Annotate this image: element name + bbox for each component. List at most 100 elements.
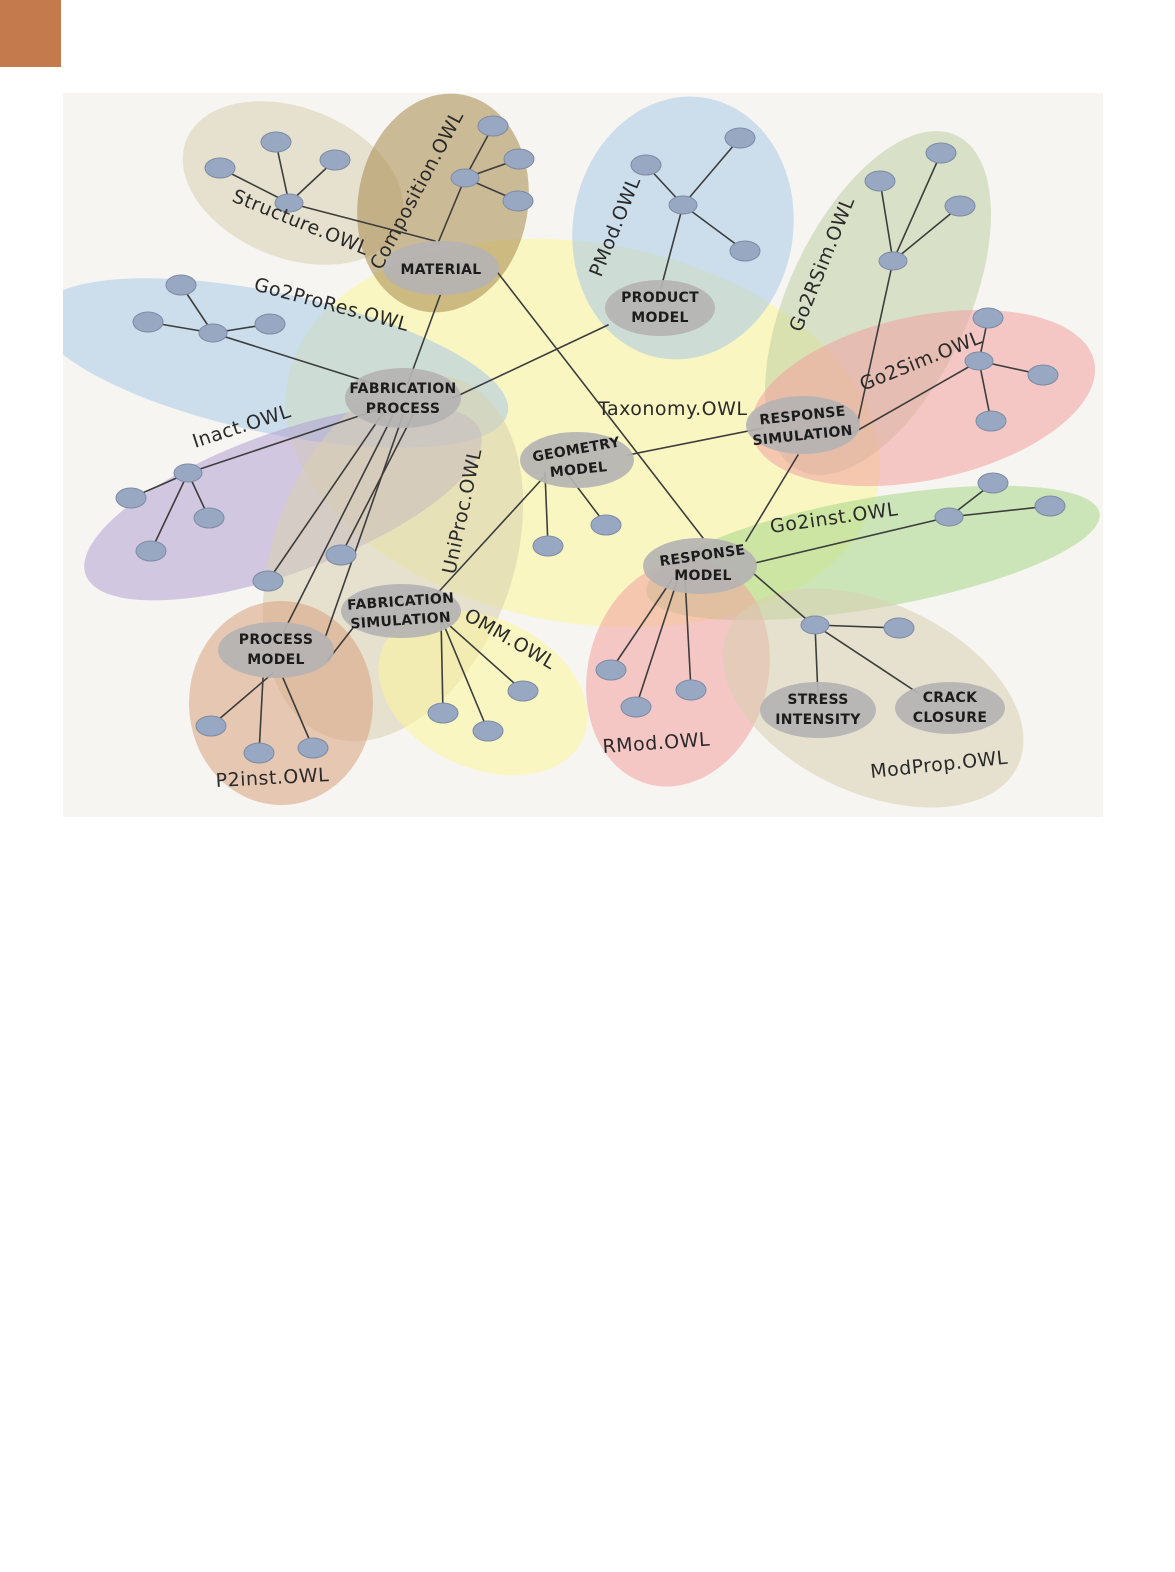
leaf-node [193,507,225,529]
stress-intensity-node [760,682,876,738]
leaf-node [204,157,236,179]
edge [682,137,741,206]
product-model-node [605,280,715,336]
leaf-node [472,720,504,742]
product-model-label-line-2: MODEL [631,310,688,326]
process-model-node [218,622,334,678]
material-label: MATERIAL [401,262,482,278]
edge [288,202,436,242]
fabrication-process-node [345,368,461,428]
crack-closure-label-line-1: CRACK [923,690,978,706]
edge [814,624,919,694]
leaf-node [503,148,535,170]
leaf-node [724,127,756,149]
leaf-node [254,313,286,335]
edge [440,617,489,732]
edge [684,577,692,691]
edge [544,472,549,547]
leaf-node [507,680,539,702]
geometry-model-node [520,432,634,488]
leaf-node [115,487,147,509]
edge [340,414,414,556]
leaf-node [668,195,698,215]
edge [752,572,814,626]
region-modprop [722,588,1024,808]
taxonomy-owl-label: Taxonomy.OWL [597,398,747,420]
edge [452,324,609,399]
leaf-node [977,472,1009,494]
edge [660,204,684,289]
edge [282,414,394,634]
leaf-nodes [115,115,1066,764]
process-model-label-line-1: PROCESS [239,632,313,648]
crack-closure-label-line-2: CLOSURE [913,710,988,726]
region-rmod [586,559,770,787]
leaf-node [800,615,830,635]
edge [437,177,466,244]
leaf-node [243,742,275,764]
edge [879,180,894,262]
response-simulation-node [746,396,860,454]
edge [497,272,704,539]
leaf-node [198,323,228,343]
edge [627,427,764,456]
leaf-node [595,659,627,681]
leaf-node [972,307,1004,329]
leaf-node [325,544,357,566]
leaf-node [925,142,957,164]
edge [150,472,189,552]
edge [754,516,950,564]
leaf-node [319,149,351,171]
edge [432,477,544,599]
leaf-node [729,240,761,262]
edge [267,412,384,582]
leaf-node [944,195,976,217]
leaf-node [675,679,707,701]
geometry-model-label-line-2: MODEL [549,459,608,481]
leaf-node [532,535,564,557]
leaf-node [878,251,908,271]
edge [324,414,404,639]
leaf-node [864,170,896,192]
edge [282,677,314,749]
edge [635,577,679,708]
leaf-node [427,702,459,724]
fabrication-simulation-label-line-1: FABRICATION [347,590,455,613]
edge [892,205,961,262]
edge [948,505,1051,518]
concept-hubs [218,241,1005,738]
edge [258,677,264,754]
fabrication-simulation-node [341,584,461,638]
leaf-node [964,351,994,371]
leaf-node [173,463,203,483]
edge [852,360,980,434]
edge [407,292,442,384]
leaf-node [260,131,292,153]
edge [187,407,384,474]
leaf-node [934,507,964,527]
region-structure [182,101,404,265]
edge [440,617,444,714]
material-node [383,241,499,295]
leaf-node [883,617,915,639]
leaf-node [132,311,164,333]
fabrication-simulation-label-line-2: SIMULATION [350,610,452,633]
leaf-node [165,274,197,296]
fabrication-process-label-line-2: PROCESS [366,401,440,417]
leaf-node [590,514,622,536]
stress-intensity-label-line-2: INTENSITY [775,712,861,728]
leaf-node [630,154,662,176]
edge [275,142,290,204]
leaf-node [1034,495,1066,517]
response-model-node [643,538,757,594]
region-go2inst [646,485,1100,621]
edge [610,577,674,671]
leaf-node [502,190,534,212]
edge [440,617,524,692]
leaf-node [450,168,480,188]
edge [857,260,894,422]
leaf-node [252,570,284,592]
ontology-diagram: MATERIAL PRODUCT MODEL FABRICATION PROCE… [63,93,1103,817]
ontology-diagram-figure: MATERIAL PRODUCT MODEL FABRICATION PROCE… [63,93,1103,817]
edge [892,152,942,262]
